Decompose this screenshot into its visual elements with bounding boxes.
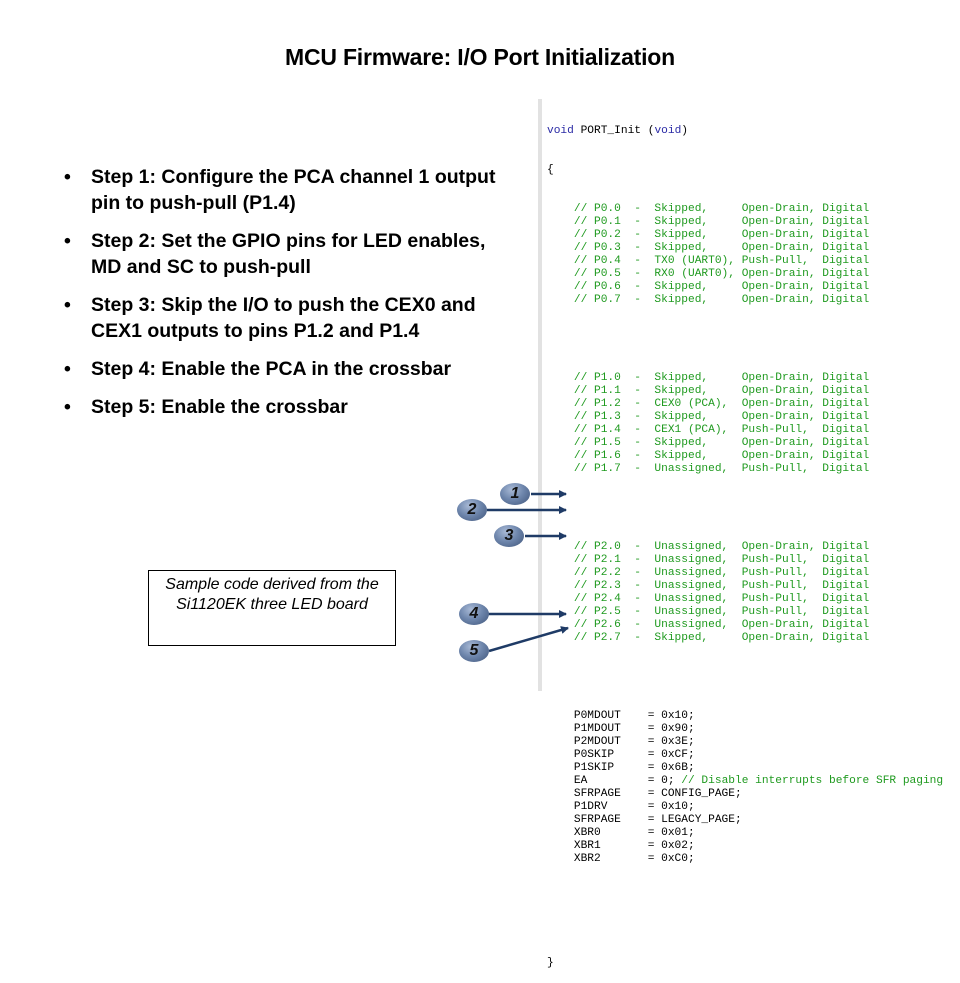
statement-code: P1DRV = 0x10; (547, 801, 695, 813)
statement-comment: // Disable interrupts before SFR paging (681, 775, 944, 787)
statement-code: SFRPAGE = CONFIG_PAGE; (547, 788, 742, 800)
code-comment-line: // P1.1 - Skipped, Open-Drain, Digital (547, 385, 870, 397)
keyword: void (547, 125, 574, 137)
step-text: Step 5: Enable the crossbar (91, 396, 348, 418)
sample-code-note: Sample code derived from the Si1120EK th… (148, 570, 396, 646)
keyword: void (654, 125, 682, 137)
function-name: PORT_Init ( (573, 125, 655, 137)
close-brace: } (547, 957, 554, 969)
paren: ) (681, 125, 689, 137)
code-comment-line: // P2.6 - Unassigned, Open-Drain, Digita… (547, 619, 870, 631)
code-comment-line: // P2.4 - Unassigned, Push-Pull, Digital (547, 593, 870, 605)
steps-list: • Step 1: Configure the PCA channel 1 out… (64, 164, 504, 432)
statement-code: P0MDOUT = 0x10; (547, 710, 695, 722)
code-comment-line: // P1.2 - CEX0 (PCA), Open-Drain, Digita… (547, 398, 870, 410)
bullet-icon: • (64, 294, 71, 316)
code-comment-line: // P0.0 - Skipped, Open-Drain, Digital (547, 203, 870, 215)
statement-code: XBR1 = 0x02; (547, 840, 695, 852)
code-comment-line: // P0.5 - RX0 (UART0), Open-Drain, Digit… (547, 268, 870, 280)
bullet-icon: • (64, 166, 71, 188)
register-statements: P0MDOUT = 0x10; P1MDOUT = 0x90; P2MDOUT … (547, 710, 960, 866)
step-item: • Step 5: Enable the crossbar (64, 394, 504, 420)
statement-code: EA = 0; (547, 775, 682, 787)
step-item: • Step 4: Enable the PCA in the crossbar (64, 356, 504, 382)
code-statement-line: P1SKIP = 0x6B; (547, 762, 960, 775)
code-statement-line: XBR2 = 0xC0; (547, 853, 960, 866)
code-statement-line: EA = 0; // Disable interrupts before SFR… (547, 775, 960, 788)
code-statement-line: P0MDOUT = 0x10; (547, 710, 960, 723)
code-statement-line: XBR1 = 0x02; (547, 840, 960, 853)
statement-code: XBR2 = 0xC0; (547, 853, 695, 865)
code-comment-line: // P0.6 - Skipped, Open-Drain, Digital (547, 281, 870, 293)
bullet-icon: • (64, 358, 71, 380)
code-comment-line: // P2.3 - Unassigned, Push-Pull, Digital (547, 580, 870, 592)
code-statement-line: P1MDOUT = 0x90; (547, 723, 960, 736)
port2-comments: // P2.0 - Unassigned, Open-Drain, Digita… (547, 541, 960, 645)
step-item: • Step 3: Skip the I/O to push the CEX0 a… (64, 292, 504, 344)
code-comment-line: // P2.7 - Skipped, Open-Drain, Digital (547, 632, 870, 644)
statement-code: P0SKIP = 0xCF; (547, 749, 695, 761)
code-statement-line: XBR0 = 0x01; (547, 827, 960, 840)
code-comment-line: // P2.5 - Unassigned, Push-Pull, Digital (547, 606, 870, 618)
slide-title: MCU Firmware: I/O Port Initialization (284, 44, 676, 70)
code-statement-line: P2MDOUT = 0x3E; (547, 736, 960, 749)
step-text: Step 2: Set the GPIO pins for LED enable… (91, 230, 486, 278)
step-text: Step 3: Skip the I/O to push the CEX0 an… (91, 294, 476, 342)
code-comment-line: // P1.0 - Skipped, Open-Drain, Digital (547, 372, 870, 384)
code-statement-line: SFRPAGE = LEGACY_PAGE; (547, 814, 960, 827)
code-comment-line: // P1.4 - CEX1 (PCA), Push-Pull, Digital (547, 424, 870, 436)
code-comment-line: // P0.2 - Skipped, Open-Drain, Digital (547, 229, 870, 241)
bullet-icon: • (64, 230, 71, 252)
code-comment-line: // P0.4 - TX0 (UART0), Push-Pull, Digita… (547, 255, 870, 267)
code-comment-line: // P2.1 - Unassigned, Push-Pull, Digital (547, 554, 870, 566)
code-statement-line: P0SKIP = 0xCF; (547, 749, 960, 762)
code-statement-line: SFRPAGE = CONFIG_PAGE; (547, 788, 960, 801)
callout-badge-4: 4 (459, 603, 489, 625)
port0-comments: // P0.0 - Skipped, Open-Drain, Digital /… (547, 203, 960, 307)
code-comment-line: // P1.7 - Unassigned, Push-Pull, Digital (547, 463, 870, 475)
code-comment-line: // P1.6 - Skipped, Open-Drain, Digital (547, 450, 870, 462)
code-comment-line: // P1.3 - Skipped, Open-Drain, Digital (547, 411, 870, 423)
step-item: • Step 2: Set the GPIO pins for LED enabl… (64, 228, 504, 280)
code-comment-line: // P0.1 - Skipped, Open-Drain, Digital (547, 216, 870, 228)
port1-comments: // P1.0 - Skipped, Open-Drain, Digital /… (547, 372, 960, 476)
bullet-icon: • (64, 396, 71, 418)
callout-badge-3: 3 (494, 525, 524, 547)
open-brace: { (547, 164, 554, 176)
statement-code: P2MDOUT = 0x3E; (547, 736, 695, 748)
code-statement-line: P1DRV = 0x10; (547, 801, 960, 814)
code-comment-line: // P1.5 - Skipped, Open-Drain, Digital (547, 437, 870, 449)
step-text: Step 4: Enable the PCA in the crossbar (91, 358, 452, 380)
code-comment-line: // P2.0 - Unassigned, Open-Drain, Digita… (547, 541, 870, 553)
code-listing: void PORT_Init (void) { // P0.0 - Skippe… (538, 99, 960, 969)
statement-code: XBR0 = 0x01; (547, 827, 695, 839)
statement-code: P1SKIP = 0x6B; (547, 762, 695, 774)
step-item: • Step 1: Configure the PCA channel 1 out… (64, 164, 504, 216)
statement-code: SFRPAGE = LEGACY_PAGE; (547, 814, 742, 826)
function-signature: void PORT_Init (void) (547, 125, 960, 138)
code-comment-line: // P2.2 - Unassigned, Push-Pull, Digital (547, 567, 870, 579)
callout-badge-5: 5 (459, 640, 489, 662)
callout-badge-1: 1 (500, 483, 530, 505)
statement-code: P1MDOUT = 0x90; (547, 723, 695, 735)
step-text: Step 1: Configure the PCA channel 1 outp… (91, 166, 496, 214)
callout-badge-2: 2 (457, 499, 487, 521)
code-comment-line: // P0.7 - Skipped, Open-Drain, Digital (547, 294, 870, 306)
code-comment-line: // P0.3 - Skipped, Open-Drain, Digital (547, 242, 870, 254)
